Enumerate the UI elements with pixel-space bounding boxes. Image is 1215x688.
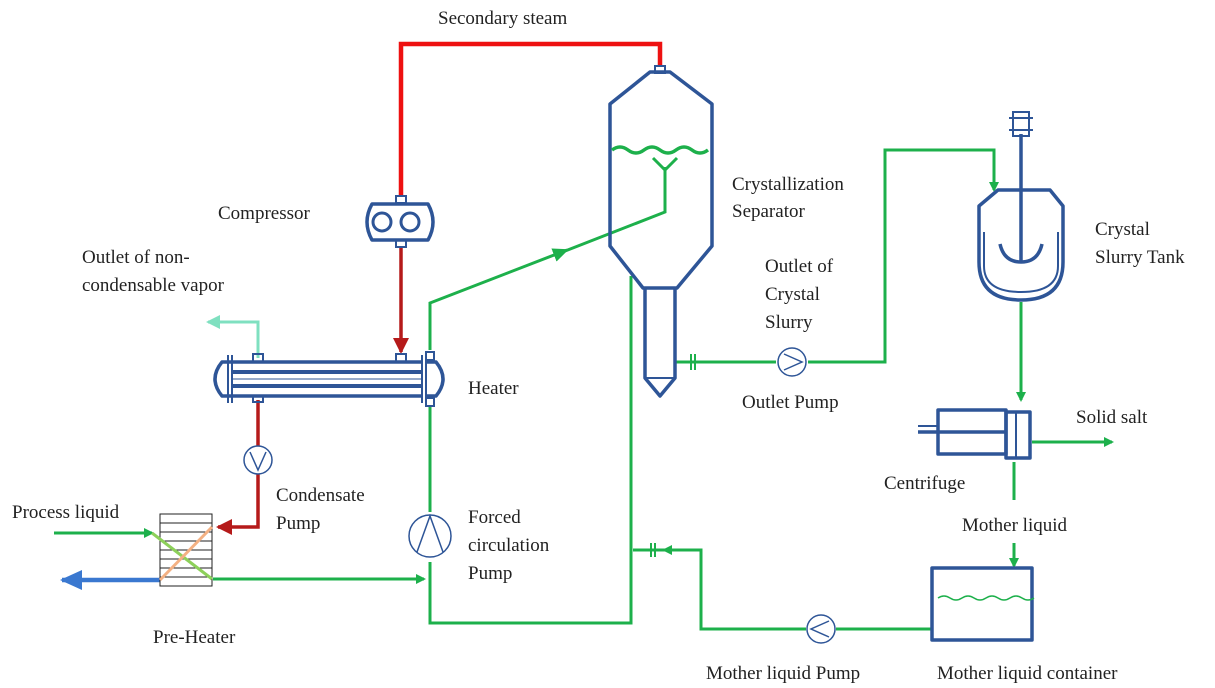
label-mother-liquid-pump: Mother liquid Pump: [706, 663, 860, 684]
label-crystallization: Crystallization: [732, 174, 844, 195]
slurry-outlet-pipe-2: [808, 148, 999, 364]
mother-liquid-pump: [806, 614, 836, 644]
label-heater: Heater: [468, 378, 519, 399]
label-forced-circulation-1: Forced: [468, 507, 521, 528]
centrifuge: [918, 408, 1032, 460]
flange-marks: [650, 354, 696, 557]
mother-liquid-return-pipe-2: [662, 545, 806, 631]
label-outlet-slurry-3: Slurry: [765, 312, 813, 333]
condensate-pump: [243, 445, 273, 475]
label-forced-circulation-3: Pump: [468, 563, 512, 584]
condensate-pipe-to-preheater: [216, 474, 260, 535]
label-outlet-slurry-1: Outlet of: [765, 256, 834, 277]
label-centrifuge: Centrifuge: [884, 473, 965, 494]
label-separator: Separator: [732, 201, 805, 222]
forced-circulation-pump: [408, 513, 452, 558]
heater-to-separator: [428, 248, 569, 350]
label-condensate-pump-2: Pump: [276, 513, 320, 534]
crystallization-separator: [608, 65, 714, 398]
heater: [213, 351, 445, 407]
pre-heater: [151, 513, 214, 587]
heater-to-separator-tail: [559, 167, 667, 255]
label-compressor: Compressor: [218, 203, 311, 224]
label-forced-circulation-2: circulation: [468, 535, 550, 556]
label-crystal-slurry-tank-2: Slurry Tank: [1095, 247, 1185, 268]
label-outlet-pump: Outlet Pump: [742, 392, 839, 413]
compressor: [365, 195, 435, 248]
label-mother-liquid: Mother liquid: [962, 515, 1068, 536]
label-condensate-pump-1: Condensate: [276, 485, 365, 506]
non-condensable-vapor-pipe: [206, 315, 260, 358]
crystal-slurry-tank: [977, 111, 1065, 302]
label-outlet-non-condensable-2: condensable vapor: [82, 275, 225, 296]
separator-return-loop: [428, 276, 633, 625]
label-outlet-non-condensable-1: Outlet of non-: [82, 247, 190, 268]
label-crystal-slurry-tank-1: Crystal: [1095, 219, 1150, 240]
label-secondary-steam: Secondary steam: [438, 8, 567, 29]
outlet-pump: [777, 347, 807, 377]
secondary-steam-pipe: [398, 41, 663, 195]
label-mother-liquid-container: Mother liquid container: [937, 663, 1118, 684]
label-solid-salt: Solid salt: [1076, 407, 1148, 428]
label-pre-heater: Pre-Heater: [153, 627, 236, 648]
mother-liquid-container: [930, 566, 1035, 642]
label-outlet-slurry-2: Crystal: [765, 284, 820, 305]
label-process-liquid: Process liquid: [12, 502, 120, 523]
